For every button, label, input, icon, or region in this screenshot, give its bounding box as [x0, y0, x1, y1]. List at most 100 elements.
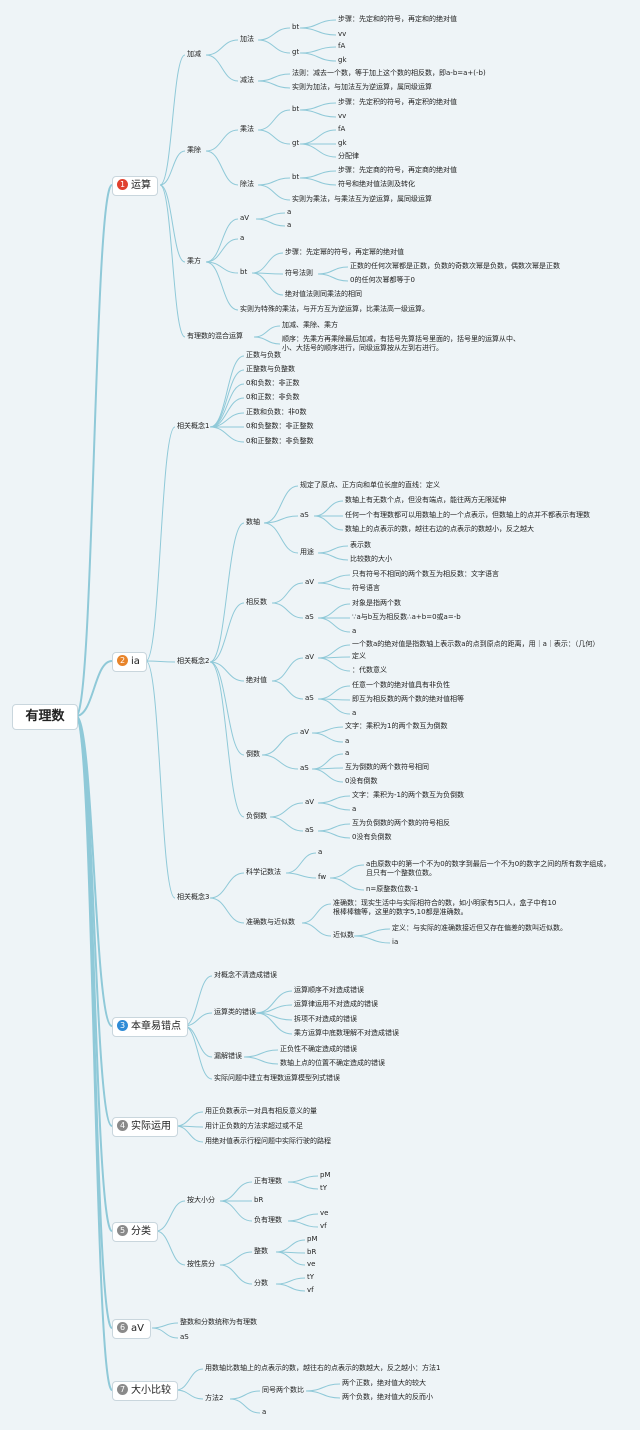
connector	[251, 252, 284, 274]
connector	[205, 150, 239, 186]
node: 按大小分	[187, 1196, 215, 1204]
node: ve	[320, 1209, 329, 1217]
connector	[269, 802, 304, 818]
connector	[257, 184, 291, 201]
node: 0没有倒数	[345, 777, 378, 785]
connector	[145, 660, 176, 899]
connector	[159, 150, 186, 186]
connector	[299, 143, 337, 158]
node: 顺序：先乘方再乘除最后加减，有括号先算括号里面的，括号里的运算从中、小、大括号的…	[282, 335, 520, 352]
badge-3: 3	[117, 1020, 128, 1031]
connector	[269, 816, 304, 832]
node: 互为负倒数的两个数的符号相反	[352, 819, 450, 827]
node: gt	[292, 139, 300, 147]
node: 符号和绝对值法则及转化	[338, 180, 415, 188]
node: 任意一个数的绝对值具有非负性	[352, 681, 450, 689]
connector	[175, 1368, 204, 1391]
connector	[317, 657, 351, 672]
node: aS	[305, 826, 314, 834]
node: 方法2	[205, 1394, 224, 1402]
connector	[317, 617, 351, 633]
node: 正数的任何次幂都是正数，负数的奇数次幂是负数，偶数次幂是正数	[350, 262, 560, 270]
node: a	[262, 1408, 267, 1416]
node: 运算类的错误	[214, 1008, 256, 1016]
node: 步骤：先定幂的符号，再定幂的绝对值	[285, 248, 404, 256]
node: 法则：减去一个数，等于加上这个数的相反数，即a-b=a+(-b)	[292, 69, 486, 77]
badge-6: 6	[117, 1322, 128, 1333]
connector	[317, 552, 349, 561]
node: 拆项不对造成的错误	[294, 1015, 357, 1023]
connector	[205, 261, 239, 311]
node: a	[240, 234, 245, 242]
connector	[263, 515, 299, 524]
node: a	[352, 627, 357, 635]
badge-2: 2	[117, 655, 128, 666]
node: 对概念不清造成错误	[214, 971, 277, 979]
node: 正有理数	[254, 1177, 282, 1185]
node: 文字：乘积为-1的两个数互为负倒数	[352, 791, 464, 799]
node: 加法	[240, 35, 254, 43]
connector	[159, 54, 186, 186]
node: 用计正负数的方法求超过或不足	[205, 1122, 303, 1130]
node: fA	[338, 42, 346, 50]
node: ∵a与b互为相反数∴a+b=0或a=-b	[352, 613, 461, 621]
node: 符号语言	[352, 584, 380, 592]
node: aS	[300, 764, 309, 772]
connector	[75, 660, 113, 717]
node: 运算顺序不对造成错误	[294, 986, 364, 994]
connector	[209, 426, 245, 443]
node: 用数轴比数轴上的点表示的数，越往右的点表示的数越大，反之越小：方法1	[205, 1364, 441, 1372]
connector	[209, 897, 245, 924]
node: a	[345, 749, 350, 757]
connector	[209, 383, 245, 428]
node: 数轴上有无数个点，但没有端点，能往两方无限延伸	[345, 496, 506, 504]
node: ia	[392, 938, 399, 946]
node: fw	[318, 873, 327, 881]
connector	[219, 1251, 253, 1266]
node: 漏解错误	[214, 1052, 242, 1060]
node: a	[287, 208, 292, 216]
node: bt	[292, 105, 300, 113]
node: 即互为相反数的两个数的绝对值相等	[352, 695, 464, 703]
node: bt	[292, 23, 300, 31]
connector	[205, 39, 239, 56]
connector	[175, 1389, 204, 1400]
node: 近似数	[333, 931, 354, 939]
node: gt	[292, 48, 300, 56]
connector	[209, 602, 245, 663]
branch-label: aV	[131, 1323, 144, 1334]
node: 数轴	[246, 518, 260, 526]
node: aV	[300, 728, 310, 736]
node: 对象是指两个数	[352, 599, 401, 607]
connector	[155, 1230, 186, 1266]
node: 分数	[254, 1279, 268, 1287]
connector	[251, 272, 284, 296]
connector	[275, 1251, 306, 1266]
node: a	[287, 221, 292, 229]
badge-4: 4	[117, 1120, 128, 1131]
node: ：代数意义	[352, 666, 387, 674]
node: 按性质分	[187, 1260, 215, 1268]
badge-5: 5	[117, 1225, 128, 1236]
connector	[353, 935, 391, 944]
connector	[299, 177, 337, 186]
connector	[253, 336, 281, 345]
connector	[219, 1200, 253, 1222]
node: 乘方	[187, 257, 201, 265]
connector	[317, 802, 351, 811]
node: 相反数	[246, 598, 267, 606]
node: 任何一个有理数都可以用数轴上的一个点表示，但数轴上的点并不都表示有理数	[345, 511, 590, 519]
node: 0和正整数：非负整数	[246, 437, 314, 445]
connector	[145, 426, 176, 662]
node: bR	[307, 1248, 317, 1256]
node: 用途	[300, 548, 314, 556]
connector	[159, 184, 186, 338]
connector	[145, 660, 176, 663]
connector	[275, 1283, 306, 1292]
connector	[229, 1398, 261, 1414]
node: fA	[338, 125, 346, 133]
node: 步骤：先定商的符号，再定商的绝对值	[338, 166, 457, 174]
